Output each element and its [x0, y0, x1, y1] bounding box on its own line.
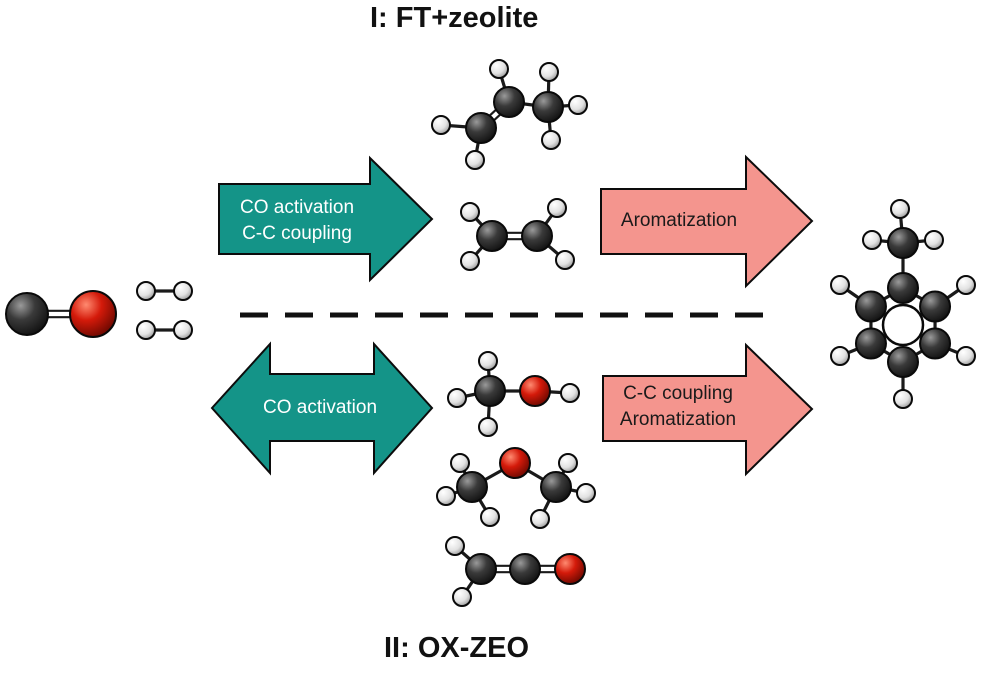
hydrogen-atom	[560, 383, 580, 403]
hydrogen-atom	[956, 275, 976, 295]
carbon-atom	[854, 290, 887, 323]
hydrogen-atom	[452, 587, 472, 607]
hydrogen-atom	[445, 536, 465, 556]
hydrogen-upper-molecule	[136, 281, 193, 301]
arrow-label-line: Aromatization	[619, 409, 737, 430]
oxygen-atom	[554, 553, 586, 585]
carbon-atom	[474, 375, 506, 407]
methanol-molecule	[447, 351, 580, 437]
arrow-top-right-label: Aromatization	[604, 208, 754, 234]
propylene-molecule	[431, 59, 588, 170]
carbon-atom	[887, 272, 919, 304]
carbon-atom	[532, 91, 564, 123]
title-route-one: I: FT+zeolite	[370, 2, 539, 34]
carbon-atom	[919, 290, 952, 323]
hydrogen-atom	[893, 389, 913, 409]
arrow-label-line: C-C coupling	[242, 223, 352, 244]
hydrogen-atom	[136, 320, 156, 340]
hydrogen-atom	[568, 95, 588, 115]
carbon-atom	[509, 553, 541, 585]
arrow-label-line: CO activation	[239, 197, 355, 218]
title-route-two: II: OX-ZEO	[384, 632, 529, 664]
arrow-top-left-label: CO activation C-C coupling	[222, 195, 372, 247]
carbon-atom	[887, 227, 919, 259]
hydrogen-atom	[862, 230, 882, 250]
carbon-atom	[5, 292, 49, 336]
hydrogen-atom	[530, 509, 550, 529]
oxygen-atom	[499, 447, 531, 479]
hydrogen-lower-molecule	[136, 320, 193, 340]
aromatic-ring	[881, 303, 925, 347]
hydrogen-atom	[830, 275, 850, 295]
hydrogen-atom	[450, 453, 470, 473]
hydrogen-atom	[460, 202, 480, 222]
carbon-atom	[919, 327, 952, 360]
carbon-atom	[540, 471, 572, 503]
hydrogen-atom	[956, 346, 976, 366]
carbon-atom	[493, 86, 525, 118]
hydrogen-atom	[447, 388, 467, 408]
carbon-atom	[476, 220, 508, 252]
ketene-molecule	[445, 536, 586, 607]
hydrogen-atom	[576, 483, 596, 503]
hydrogen-atom	[480, 507, 500, 527]
hydrogen-atom	[558, 453, 578, 473]
oxygen-atom	[69, 290, 117, 338]
carbon-atom	[854, 327, 887, 360]
hydrogen-atom	[830, 346, 850, 366]
carbon-atom	[465, 553, 497, 585]
arrow-bottom-left	[210, 341, 434, 476]
carbon-monoxide-molecule	[5, 290, 117, 338]
molecules-layer	[5, 59, 976, 607]
hydrogen-atom	[924, 230, 944, 250]
hydrogen-atom	[478, 417, 498, 437]
arrow-top-left	[218, 155, 434, 283]
hydrogen-atom	[173, 281, 193, 301]
arrow-bottom-right	[602, 342, 814, 477]
carbon-atom	[887, 346, 919, 378]
hydrogen-atom	[890, 199, 910, 219]
ethylene-molecule	[460, 198, 575, 271]
arrow-bottom-left-label: CO activation	[245, 395, 395, 421]
arrow-label-line: Aromatization	[620, 210, 738, 231]
hydrogen-atom	[541, 130, 561, 150]
hydrogen-atom	[460, 251, 480, 271]
hydrogen-atom	[478, 351, 498, 371]
arrow-label-line: CO activation	[262, 397, 378, 418]
carbon-atom	[521, 220, 553, 252]
hydrogen-atom	[431, 115, 451, 135]
hydrogen-atom	[547, 198, 567, 218]
hydrogen-atom	[436, 486, 456, 506]
hydrogen-atom	[173, 320, 193, 340]
oxygen-atom	[519, 375, 551, 407]
dimethyl-ether-molecule	[436, 447, 596, 529]
hydrogen-atom	[555, 250, 575, 270]
arrow-bottom-right-label: C-C coupling Aromatization	[603, 381, 753, 433]
hydrogen-atom	[539, 62, 559, 82]
hydrogen-atom	[465, 150, 485, 170]
carbon-atom	[465, 112, 497, 144]
hydrogen-atom	[136, 281, 156, 301]
carbon-atom	[456, 471, 488, 503]
toluene-molecule	[830, 199, 976, 409]
hydrogen-atom	[489, 59, 509, 79]
arrow-top-right	[600, 154, 814, 289]
arrow-label-line: C-C coupling	[623, 383, 733, 404]
